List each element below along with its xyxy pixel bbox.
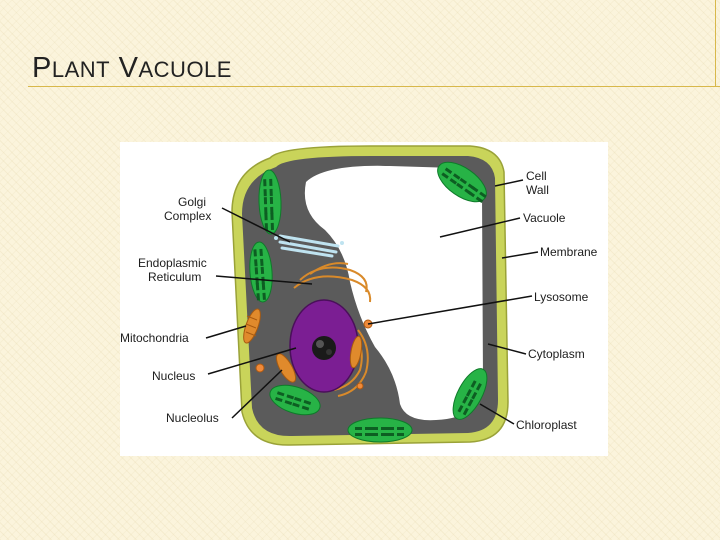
page-title: PLANT VACUOLE bbox=[32, 52, 232, 85]
lysosome-bottom bbox=[356, 382, 364, 390]
label-nucleus: Nucleus bbox=[152, 369, 195, 383]
label-er-2: Reticulum bbox=[148, 270, 201, 284]
chloroplast-top-right bbox=[437, 161, 487, 203]
title-second-cap: V bbox=[118, 52, 139, 84]
plant-cell-svg: Cell Wall Vacuole Membrane Lysosome Cyto… bbox=[120, 145, 598, 446]
label-lysosome: Lysosome bbox=[534, 290, 589, 304]
nucleolus bbox=[312, 336, 336, 360]
chloroplast-bottom-left bbox=[269, 384, 321, 416]
chloroplast-left bbox=[249, 241, 273, 303]
label-nucleolus: Nucleolus bbox=[166, 411, 219, 425]
title-first-cap: P bbox=[32, 52, 52, 84]
label-vacuole: Vacuole bbox=[523, 211, 566, 225]
vacuole bbox=[304, 165, 483, 421]
label-membrane: Membrane bbox=[540, 245, 598, 259]
title-first-rest: LANT bbox=[51, 57, 111, 82]
chloroplast-bottom bbox=[347, 417, 413, 443]
corner-line bbox=[715, 0, 716, 86]
golgi-complex bbox=[274, 234, 344, 258]
label-golgi-1: Golgi bbox=[178, 195, 206, 209]
title-underline bbox=[28, 86, 720, 87]
label-chloroplast: Chloroplast bbox=[516, 418, 577, 432]
label-golgi-2: Complex bbox=[164, 209, 211, 223]
endoplasmic-reticulum bbox=[293, 262, 372, 397]
plant-cell-diagram: Cell Wall Vacuole Membrane Lysosome Cyto… bbox=[120, 142, 608, 456]
chloroplast-bottom-right bbox=[452, 368, 488, 420]
label-cytoplasm: Cytoplasm bbox=[528, 347, 585, 361]
title-second-rest: ACUOLE bbox=[138, 57, 232, 82]
chloroplast-top-left bbox=[258, 169, 282, 235]
label-cell-wall-2: Wall bbox=[526, 183, 549, 197]
label-er-1: Endoplasmic bbox=[138, 256, 207, 270]
label-mitochondria: Mitochondria bbox=[120, 331, 189, 345]
label-cell-wall-1: Cell bbox=[526, 169, 547, 183]
mitochondria bbox=[243, 308, 363, 383]
leader-lines bbox=[205, 179, 539, 425]
lysosome-small bbox=[255, 363, 265, 373]
